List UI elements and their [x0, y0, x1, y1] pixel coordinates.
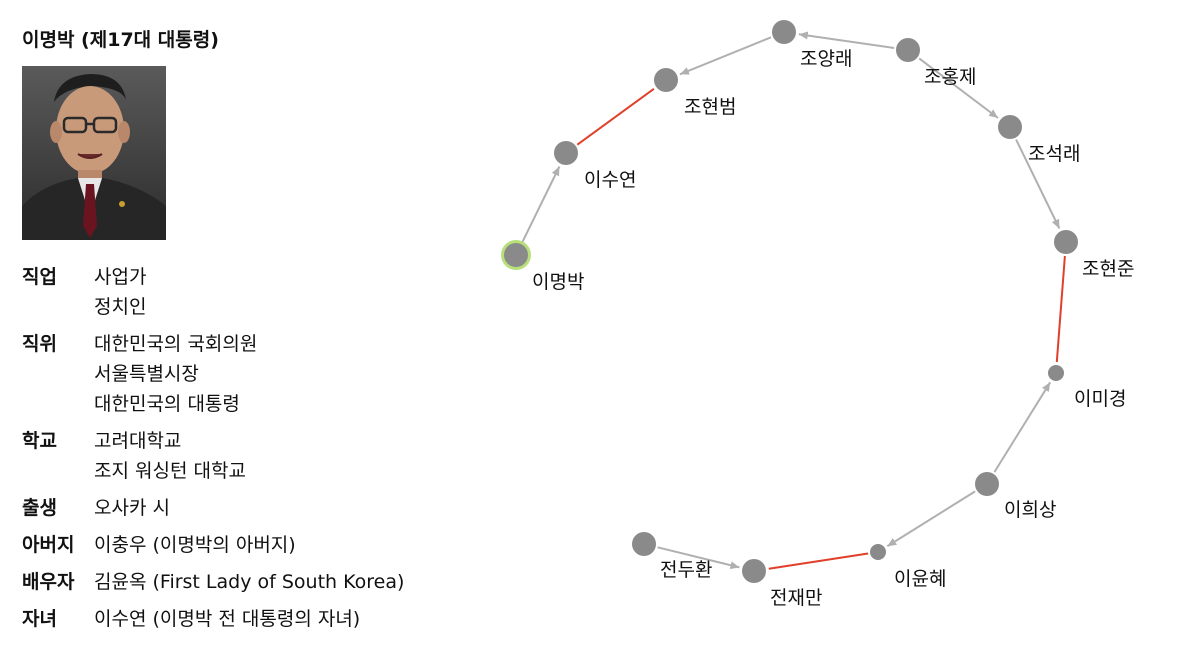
- graph-node[interactable]: [1048, 365, 1064, 381]
- graph-node[interactable]: [1054, 230, 1078, 254]
- graph-node[interactable]: [742, 559, 766, 583]
- node-label: 전재만: [770, 587, 822, 609]
- node-label: 조현범: [684, 96, 736, 118]
- info-value: 대한민국의 국회의원: [94, 333, 258, 355]
- node-label: 조홍제: [924, 66, 976, 88]
- graph-edges: [521, 31, 1066, 570]
- info-value: 정치인: [94, 296, 147, 318]
- info-key: 아버지: [22, 534, 75, 556]
- info-values: 이충우 (이명박의 아버지): [94, 530, 296, 560]
- relation-edge-red: [1055, 255, 1066, 363]
- node-label: 이수연: [584, 169, 636, 191]
- graph-node[interactable]: [504, 243, 528, 267]
- relation-edge-arrow: [993, 381, 1052, 473]
- graph-node[interactable]: [975, 472, 999, 496]
- info-value: 이수연 (이명박 전 대통령의 자녀): [94, 608, 361, 630]
- relation-edge-arrow: [918, 57, 999, 119]
- info-value: 김윤옥 (First Lady of South Korea): [94, 571, 405, 593]
- relation-edge-arrow: [1015, 139, 1061, 229]
- info-key: 자녀: [22, 608, 57, 630]
- graph-node[interactable]: [554, 141, 578, 165]
- node-label: 조석래: [1028, 143, 1080, 165]
- profile-title: 이명박 (제17대 대통령): [22, 29, 219, 51]
- info-row: 자녀 이수연 (이명박 전 대통령의 자녀): [22, 604, 492, 634]
- node-label: 이미경: [1074, 388, 1126, 410]
- info-key: 배우자: [22, 571, 75, 593]
- graph-node[interactable]: [896, 38, 920, 62]
- info-value: 오사카 시: [94, 497, 170, 519]
- graph-node[interactable]: [772, 20, 796, 44]
- info-key: 직업: [22, 266, 57, 288]
- node-label: 전두환: [660, 559, 712, 581]
- node-label: 조양래: [800, 48, 852, 70]
- portrait-image: [22, 66, 166, 240]
- info-key: 출생: [22, 497, 57, 519]
- node-label: 조현준: [1082, 258, 1134, 280]
- info-row: 아버지 이충우 (이명박의 아버지): [22, 530, 492, 560]
- info-values: 오사카 시: [94, 493, 170, 523]
- info-key: 직위: [22, 333, 57, 355]
- graph-node[interactable]: [654, 68, 678, 92]
- relation-edge-arrow: [657, 546, 740, 570]
- relation-edge-arrow: [798, 31, 895, 49]
- relation-edge-arrow: [886, 490, 976, 548]
- info-value: 고려대학교: [94, 430, 182, 452]
- profile-photo: [22, 66, 166, 240]
- info-row: 배우자 김윤옥 (First Lady of South Korea): [22, 567, 492, 597]
- node-label: 이희상: [1004, 499, 1056, 521]
- info-values: 김윤옥 (First Lady of South Korea): [94, 567, 404, 597]
- info-row: 출생 오사카 시: [22, 493, 492, 523]
- info-value: 대한민국의 대통령: [94, 393, 240, 415]
- info-value: 이충우 (이명박의 아버지): [94, 534, 296, 556]
- relation-edge-arrow: [679, 36, 772, 76]
- relation-edge-red: [576, 87, 655, 146]
- graph-node[interactable]: [632, 532, 656, 556]
- relation-edge-red: [768, 552, 869, 570]
- profile-panel: 이명박 (제17대 대통령): [22, 26, 492, 630]
- info-key: 학교: [22, 430, 57, 452]
- graph-nodes: [501, 20, 1078, 583]
- graph-node[interactable]: [998, 115, 1022, 139]
- relation-edge-arrow: [521, 166, 561, 243]
- info-value: 조지 워싱턴 대학교: [94, 460, 246, 482]
- graph-node[interactable]: [870, 544, 886, 560]
- node-label: 이윤혜: [894, 568, 946, 590]
- info-values: 이수연 (이명박 전 대통령의 자녀): [94, 604, 360, 634]
- info-value: 서울특별시장: [94, 363, 199, 385]
- node-label: 이명박: [532, 271, 584, 293]
- info-value: 사업가: [94, 266, 147, 288]
